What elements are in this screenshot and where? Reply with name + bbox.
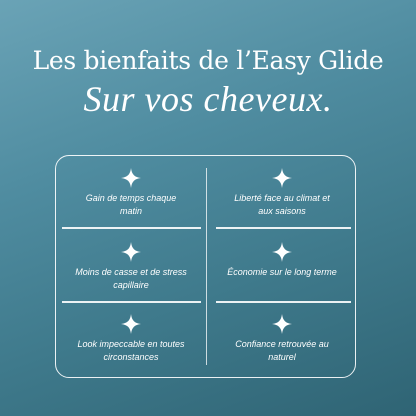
benefit-text: Liberté face au climat et aux saisons bbox=[234, 193, 330, 216]
benefit-cell: Confiance retrouvée au naturel bbox=[207, 314, 357, 388]
horizontal-divider-left-1 bbox=[62, 227, 201, 229]
benefit-text: Économie sur le long terme bbox=[227, 267, 337, 277]
sparkle-icon bbox=[121, 242, 141, 262]
horizontal-divider-right-1 bbox=[216, 227, 351, 229]
sparkle-icon bbox=[272, 168, 292, 188]
benefit-cell: Gain de temps chaque matin bbox=[56, 168, 206, 242]
page-title: Les bienfaits de l’Easy Glide bbox=[32, 46, 384, 75]
benefit-text: Look impeccable en toutes circonstances bbox=[77, 339, 185, 362]
sparkle-icon bbox=[121, 168, 141, 188]
benefit-text: Gain de temps chaque matin bbox=[85, 193, 177, 216]
horizontal-divider-left-2 bbox=[62, 301, 201, 303]
benefit-cell: Liberté face au climat et aux saisons bbox=[207, 168, 357, 242]
sparkle-icon bbox=[272, 314, 292, 334]
sparkle-icon bbox=[121, 314, 141, 334]
benefit-cell: Moins de casse et de stress capillaire bbox=[56, 242, 206, 316]
benefits-card: Gain de temps chaque matin Liberté face … bbox=[55, 155, 356, 378]
page-subtitle: Sur vos cheveux. bbox=[83, 79, 333, 119]
benefit-cell: Économie sur le long terme bbox=[207, 242, 357, 316]
horizontal-divider-right-2 bbox=[216, 301, 351, 303]
sparkle-icon bbox=[272, 242, 292, 262]
vertical-divider bbox=[206, 168, 207, 365]
benefit-text: Moins de casse et de stress capillaire bbox=[75, 267, 187, 290]
benefit-text: Confiance retrouvée au naturel bbox=[235, 339, 329, 362]
benefit-cell: Look impeccable en toutes circonstances bbox=[56, 314, 206, 388]
